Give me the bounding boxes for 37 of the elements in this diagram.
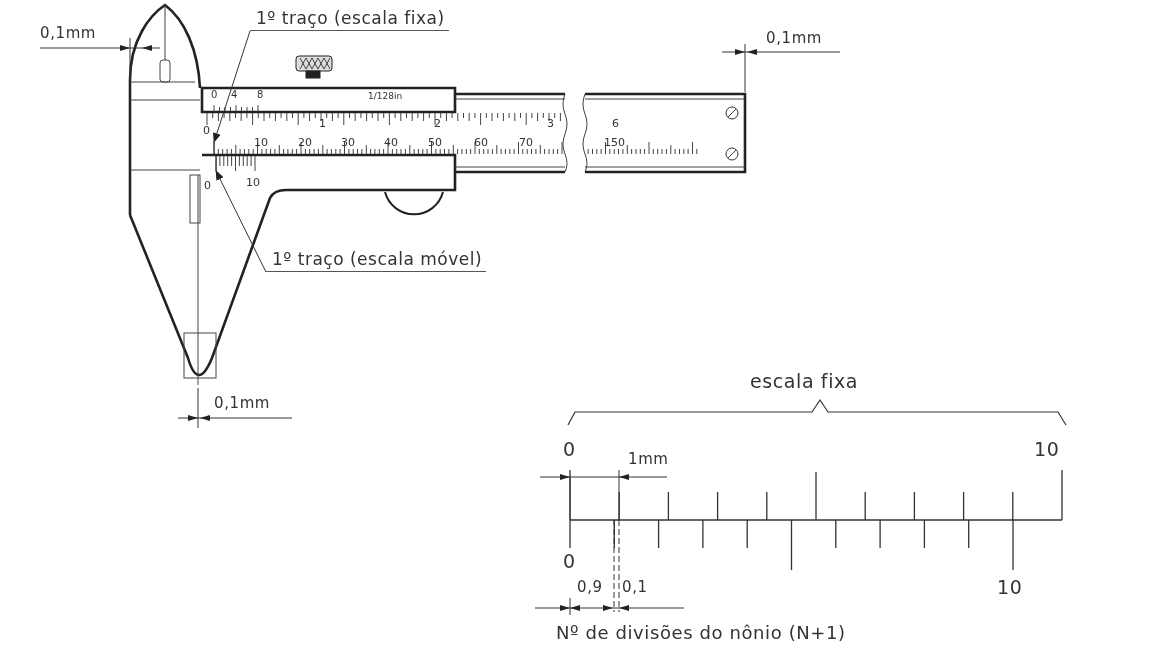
scale-number: 40 [384,137,398,148]
scale-number: 8 [257,90,264,100]
scale-number: 20 [298,137,312,148]
dimension-label: 0,9 [577,580,603,595]
scale-number: 0 [211,90,218,100]
leader-line [213,30,251,143]
scale-number: 0 [563,552,576,571]
callout-text: 1º traço (escala fixa) [250,8,449,31]
scale-number: 0 [204,180,211,191]
dimension-label: 0,1 [622,580,648,595]
callout-text: 1º traço (escala móvel) [266,249,487,272]
scale-number: 3 [547,118,554,129]
scale-number: 1 [319,118,326,129]
scale-number: 10 [1034,440,1060,459]
scale-number: 6 [612,118,619,129]
dimension-label: 0,1mm [766,31,823,46]
scale-number: 2 [434,118,441,129]
scale-number: 0 [563,440,576,459]
scale-number: 150 [604,137,625,148]
zero-tick-mark [213,142,215,154]
dimension-label: 1mm [628,452,669,467]
scale-number: 10 [997,578,1023,597]
scale-number: 50 [428,137,442,148]
scale-number: 30 [341,137,355,148]
leader-line [215,170,267,273]
scale-caption: Nº de divisões do nônio (N+1) [556,624,846,642]
scale-title: escala fixa [750,372,859,391]
dimension-label: 0,1mm [40,26,97,41]
scale-number: 4 [231,90,238,100]
scale-number: 70 [519,137,533,148]
scale-number: 10 [246,177,260,188]
zero-tick-mark [215,156,217,171]
scale-number: 0 [203,125,210,136]
scale-unit: 1/128in [368,92,403,101]
scale-number: 10 [254,137,268,148]
scale-number: 60 [474,137,488,148]
dimension-label: 0,1mm [214,396,271,411]
